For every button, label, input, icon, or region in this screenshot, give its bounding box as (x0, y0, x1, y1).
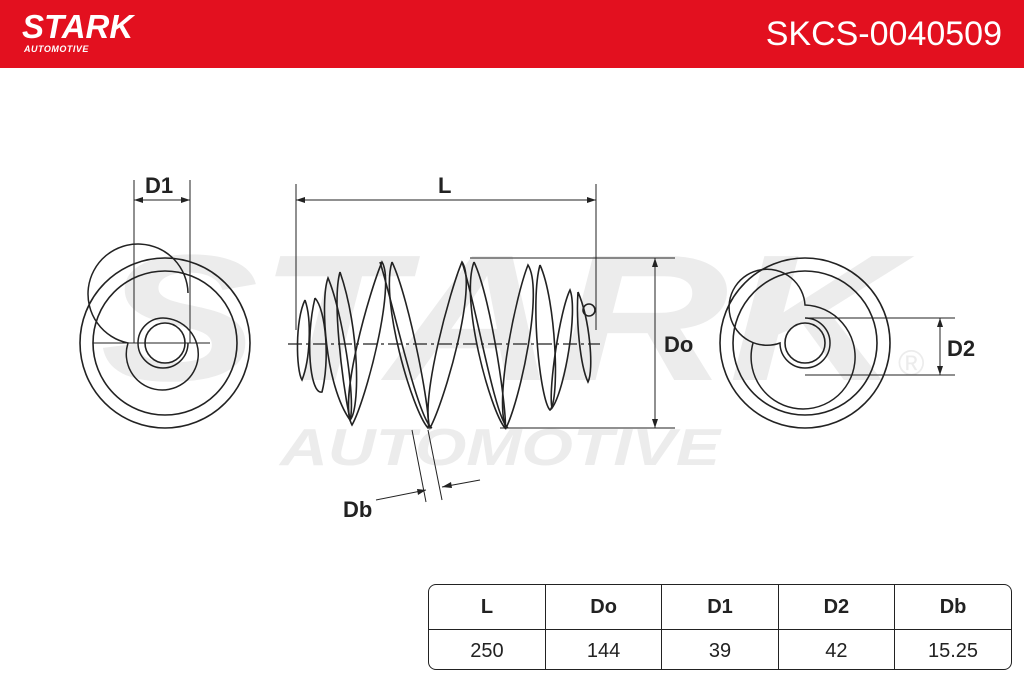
spring-side-view (288, 184, 675, 503)
watermark-registered: ® (898, 342, 925, 383)
label-do: Do (664, 332, 693, 357)
header-cell-d1: D1 (661, 585, 779, 630)
watermark: STARK AUTOMOTIVE ® (100, 218, 925, 477)
header-cell-d2: D2 (778, 585, 896, 630)
watermark-brand: STARK (100, 218, 915, 419)
logo-subtitle: AUTOMOTIVE (24, 44, 89, 54)
logo-brand: STARK (22, 8, 134, 45)
left-end-view (79, 180, 251, 429)
label-db: Db (343, 497, 372, 522)
watermark-sub: AUTOMOTIVE (277, 419, 721, 477)
header-cell-l: L (429, 585, 546, 630)
label-d1: D1 (145, 173, 173, 198)
value-cell-d2: 42 (778, 629, 896, 669)
value-cell-l: 250 (429, 629, 546, 669)
spec-table-value-row: 250 144 39 42 15.25 (429, 629, 1011, 669)
right-end-view (719, 257, 955, 429)
value-cell-do: 144 (545, 629, 663, 669)
header-cell-db: Db (894, 585, 1011, 630)
stark-logo: STARK AUTOMOTIVE (22, 8, 134, 55)
value-cell-db: 15.25 (928, 640, 979, 662)
label-l: L (438, 173, 451, 198)
header-bar: STARK AUTOMOTIVE SKCS-0040509 (0, 0, 1024, 68)
label-d2: D2 (947, 336, 975, 361)
header-cell-do: Do (545, 585, 663, 630)
value-cell-d1: 39 (661, 629, 779, 669)
spring-diagram: STARK AUTOMOTIVE ® D1 (79, 173, 975, 522)
part-number: SKCS-0040509 (765, 15, 1002, 53)
spec-table-header-row: L Do D1 D2 Db (429, 585, 1011, 630)
spec-table: L Do D1 D2 Db 250 144 39 42 15.25 (428, 584, 1012, 670)
